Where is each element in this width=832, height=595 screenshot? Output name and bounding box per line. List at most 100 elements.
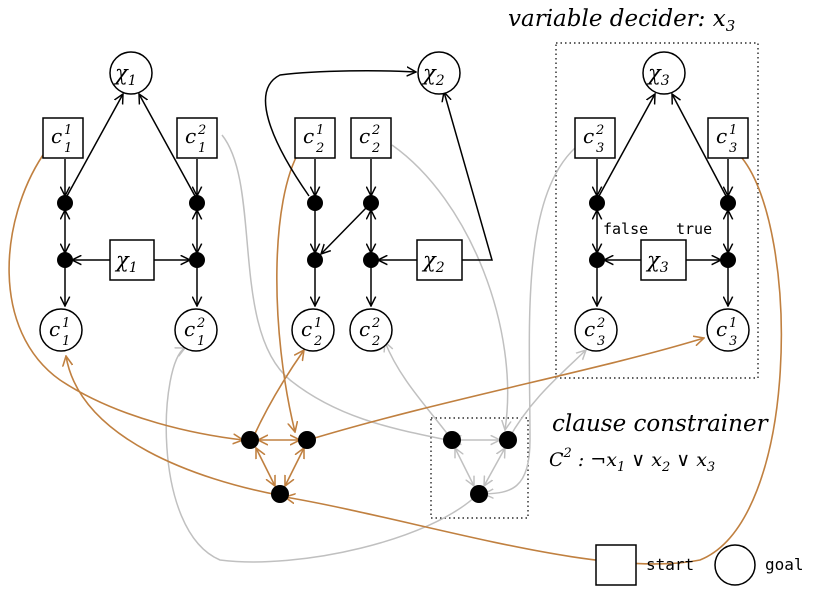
svg-text:χ1: χ1 — [114, 248, 138, 276]
c-goal-1-3: c 1 3 — [706, 308, 750, 352]
edge-c23-to-clause — [484, 147, 576, 494]
svg-text:1: 1 — [62, 316, 70, 331]
junction-dot — [189, 252, 205, 268]
legend-start-square — [595, 544, 637, 586]
svg-text:1: 1 — [729, 316, 737, 331]
svg-text:2: 2 — [371, 141, 380, 156]
clause-dot — [298, 431, 316, 449]
legend-start-label: start — [646, 555, 694, 574]
svg-text:c: c — [185, 124, 196, 148]
c-start-1-2: c 1 2 — [294, 117, 336, 159]
svg-text:3: 3 — [596, 141, 604, 156]
c-start-2-2: c 2 2 — [350, 117, 392, 159]
edge-clause-to-goal-c11 — [66, 356, 279, 496]
svg-text:c: c — [303, 124, 314, 148]
svg-text:c: c — [584, 317, 595, 341]
svg-text:1: 1 — [729, 123, 737, 138]
edge-c22-to-clause — [391, 144, 508, 430]
chi-start-3: χ3 — [640, 239, 687, 281]
junction-dot — [307, 195, 323, 211]
svg-text:2: 2 — [371, 123, 380, 138]
clause-formula: C2 : ¬x1 ∨ x2 ∨ x3 — [549, 446, 715, 475]
junction-dot — [189, 195, 205, 211]
edge-clause-to-goal-c22 — [385, 342, 453, 441]
junction-dot — [307, 252, 323, 268]
chi-goal-1: χ1 — [109, 51, 153, 95]
svg-text:c: c — [716, 124, 727, 148]
clause-dot — [443, 431, 461, 449]
junction-dots — [57, 195, 736, 503]
gray-edges — [165, 134, 586, 563]
svg-text:2: 2 — [196, 316, 205, 331]
svg-text:χ3: χ3 — [645, 248, 669, 276]
edge-clause-to-goal-c21 — [165, 348, 478, 563]
svg-text:2: 2 — [315, 141, 324, 156]
edge-c13-to-clause — [285, 157, 783, 565]
svg-text:2: 2 — [313, 334, 322, 349]
orange-edges — [8, 149, 783, 565]
edge-c21-to-clause — [221, 134, 448, 441]
chi-start-1: χ1 — [109, 239, 155, 281]
clause-constrainer-title: clause constrainer — [552, 411, 770, 437]
svg-text:3: 3 — [597, 334, 605, 349]
false-label: false — [603, 220, 648, 238]
clause-dot — [470, 485, 488, 503]
junction-dot — [720, 252, 736, 268]
svg-text:3: 3 — [729, 334, 737, 349]
svg-text:c: c — [716, 317, 727, 341]
edge-clause-to-goal-c12 — [251, 350, 304, 441]
svg-text:c: c — [301, 317, 312, 341]
c-start-2-1: c 2 1 — [176, 117, 218, 159]
c-goal-2-1: c 2 1 — [174, 308, 218, 352]
c-start-1-3: c 1 3 — [707, 117, 749, 159]
svg-text:χ2: χ2 — [421, 248, 445, 276]
edge-c12-to-clause — [276, 149, 301, 432]
svg-text:1: 1 — [198, 141, 206, 156]
svg-text:1: 1 — [316, 123, 324, 138]
svg-text:2: 2 — [371, 334, 380, 349]
svg-text:c: c — [359, 317, 370, 341]
chi-start-2: χ2 — [416, 239, 463, 281]
edge-clause-to-goal-c13 — [307, 338, 704, 441]
junction-dot — [589, 195, 605, 211]
svg-text:c: c — [49, 317, 60, 341]
svg-text:χ3: χ3 — [646, 61, 670, 89]
legend: start goal — [595, 544, 804, 586]
junction-dot — [589, 252, 605, 268]
svg-text:2: 2 — [197, 123, 206, 138]
junction-dot — [57, 252, 73, 268]
svg-text:1: 1 — [62, 334, 70, 349]
svg-text:c: c — [359, 124, 370, 148]
c-goal-2-3: c 2 3 — [574, 308, 618, 352]
svg-text:1: 1 — [197, 334, 205, 349]
svg-text:c: c — [184, 317, 195, 341]
svg-text:χ2: χ2 — [421, 61, 445, 89]
junction-dot — [57, 195, 73, 211]
black-edges — [65, 71, 728, 306]
c-goal-1-2: c 1 2 — [291, 308, 335, 352]
c-goal-2-2: c 2 2 — [349, 308, 393, 352]
svg-text:2: 2 — [595, 123, 604, 138]
c-goal-1-1: c 1 1 — [39, 308, 83, 352]
edge-clause-to-goal-c23 — [507, 350, 586, 441]
chi-goal-2: χ2 — [417, 51, 461, 95]
svg-text:1: 1 — [64, 123, 72, 138]
legend-goal-label: goal — [765, 555, 804, 574]
svg-text:c: c — [583, 124, 594, 148]
svg-text:1: 1 — [64, 141, 72, 156]
junction-dot — [363, 195, 379, 211]
legend-goal-circle — [714, 544, 756, 586]
edge-c11-to-clause — [8, 154, 243, 440]
svg-text:1: 1 — [314, 316, 322, 331]
clause-dot — [271, 485, 289, 503]
clause-dot — [499, 431, 517, 449]
variable-decider-box — [555, 42, 759, 379]
c-start-1-1: c 1 1 — [42, 117, 84, 159]
svg-text:2: 2 — [371, 316, 380, 331]
junction-dot — [720, 195, 736, 211]
true-label: true — [676, 220, 712, 238]
c-start-2-3: c 2 3 — [574, 117, 616, 159]
svg-text:c: c — [51, 124, 62, 148]
svg-text:3: 3 — [729, 141, 737, 156]
